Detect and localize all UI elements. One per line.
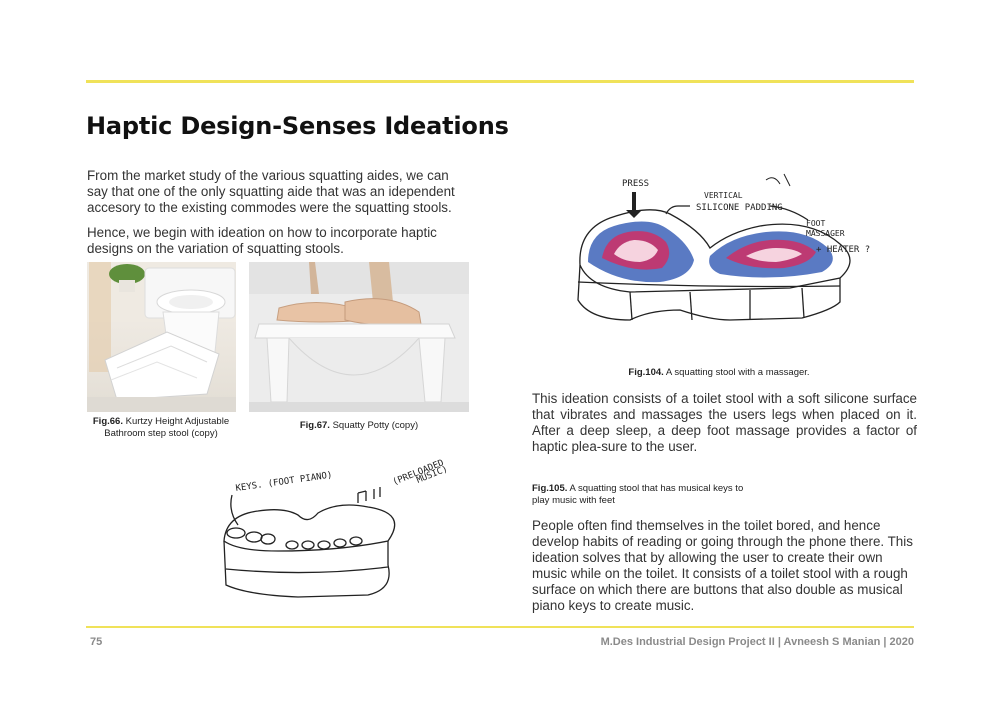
fig105-caption-text: A squatting stool that has musical keys … (532, 483, 744, 506)
fig67-photo (249, 262, 469, 412)
squatty-potty-illustration (249, 262, 469, 412)
fig105-caption: Fig.105. A squatting stool that has musi… (532, 483, 762, 507)
fig66-label: Fig.66. (92, 416, 123, 427)
massager-stool-sketch: PRESS VERTICAL SILICONE PADDING FOOT MAS… (577, 173, 870, 321)
massager-description: This ideation consists of a toilet stool… (532, 391, 917, 454)
piano-keys-stool-sketch: KEYS. (FOOT PIANO) (PRELOADED MUSIC) (223, 458, 449, 598)
sketch-label-foot: FOOT (806, 219, 825, 228)
fig66-photo (87, 262, 236, 412)
page-title: Haptic Design-Senses Ideations (86, 112, 509, 140)
sketch-label-massager: MASSAGER (806, 229, 845, 238)
sketch-label-vertical: VERTICAL (704, 191, 743, 200)
fig104-sketch: PRESS VERTICAL SILICONE PADDING FOOT MAS… (570, 170, 900, 360)
fig104-label: Fig.104. (628, 367, 664, 378)
page-number: 75 (90, 636, 103, 648)
sketch-label-press: PRESS (622, 179, 649, 189)
bathroom-step-stool-illustration (87, 262, 236, 412)
intro-paragraph-2: Hence, we begin with ideation on how to … (87, 225, 437, 256)
fig104-caption: Fig.104. A squatting stool with a massag… (574, 367, 864, 379)
footer-credit: M.Des Industrial Design Project II | Avn… (600, 636, 914, 648)
fig105-label: Fig.105. (532, 483, 568, 494)
fig66-caption-text: Kurtzy Height Adjustable Bathroom step s… (104, 416, 230, 439)
fig105-sketch: KEYS. (FOOT PIANO) (PRELOADED MUSIC) (218, 445, 478, 610)
fig67-caption: Fig.67. Squatty Potty (copy) (250, 420, 468, 432)
fig66-caption: Fig.66. Kurtzy Height Adjustable Bathroo… (87, 416, 235, 440)
fig67-label: Fig.67. (299, 420, 330, 431)
intro-paragraph-1: From the market study of the various squ… (87, 168, 455, 215)
bottom-divider (86, 626, 914, 628)
sketch-label-heater: + HEATER ? (816, 245, 870, 255)
top-divider (86, 80, 914, 83)
sketch-label-silicone: SILICONE PADDING (696, 203, 783, 213)
sketch-label-keys: KEYS. (FOOT PIANO) (235, 470, 333, 493)
fig104-caption-text: A squatting stool with a massager. (665, 367, 810, 378)
fig67-caption-text: Squatty Potty (copy) (332, 420, 419, 431)
music-description: People often find themselves in the toil… (532, 518, 913, 613)
